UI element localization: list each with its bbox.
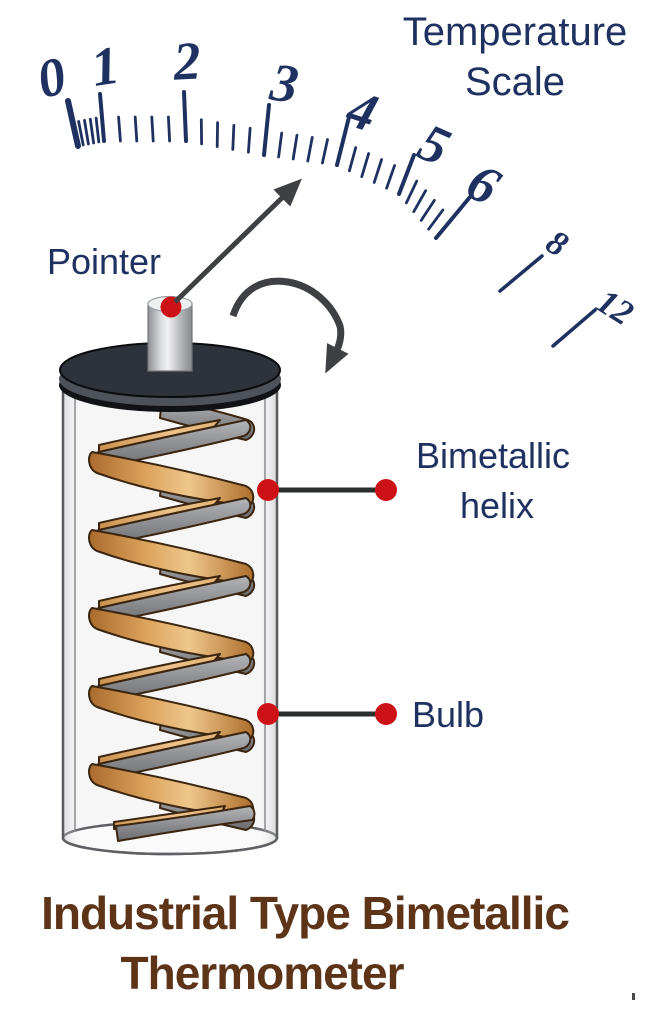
bulb-connector: [257, 703, 397, 725]
helix-connector-dot-right: [375, 479, 397, 501]
heading-line-1: Temperature: [403, 10, 628, 54]
scale-tick: [94, 116, 101, 144]
scale-number-2: 2: [171, 30, 202, 91]
title-line-2: Thermometer: [121, 947, 405, 999]
scale-tick: [320, 138, 329, 165]
scale-ticks: [65, 90, 597, 348]
scale-number-12: 12: [590, 281, 640, 333]
pointer-arrow-icon: [173, 178, 302, 304]
heading-line-2: Scale: [465, 60, 565, 104]
scale-number-1: 1: [87, 34, 123, 97]
glass-walls: [61, 368, 279, 856]
bulb-label: Bulb: [412, 694, 484, 735]
scale-tick: [98, 92, 106, 143]
scale-tick: [231, 124, 236, 151]
scale-tick: [397, 153, 416, 196]
scale-tick: [347, 146, 358, 173]
scale-tick: [498, 254, 544, 293]
scale-tick: [306, 136, 314, 163]
title-line-1: Industrial Type Bimetallic: [41, 887, 569, 939]
scale-tick: [88, 117, 95, 145]
helix-label-line-1: Bimetallic: [416, 435, 570, 476]
scale-tick: [65, 98, 81, 149]
scale-tick: [83, 118, 90, 146]
scale-tick: [412, 189, 428, 214]
diagram-title: Industrial Type Bimetallic Thermometer: [41, 887, 570, 999]
scale-number-3: 3: [266, 51, 302, 114]
scale-tick: [262, 103, 271, 157]
scale-number-4: 4: [340, 78, 385, 144]
scale-tick: [372, 158, 383, 184]
scale-number-8: 8: [539, 222, 575, 264]
scale-tick: [133, 115, 139, 143]
scale-tick: [419, 198, 436, 222]
scale-tick: [277, 131, 284, 159]
scale-tick: [150, 115, 155, 143]
helix-connector-dot-left: [257, 479, 279, 501]
scale-number-5: 5: [410, 112, 459, 178]
scale-number-0: 0: [31, 45, 72, 110]
scale-tick: [385, 164, 396, 190]
scale-tick: [291, 133, 299, 161]
temperature-scale-heading: Temperature Scale: [403, 10, 628, 104]
helix-connector: [257, 479, 397, 501]
pointer-stem: [147, 295, 193, 372]
scale-tick: [404, 179, 419, 205]
scale-tick: [427, 208, 445, 231]
stray-mark: [632, 993, 635, 1000]
rotation-arrow-icon: [229, 277, 349, 374]
scale-tick: [167, 115, 172, 143]
scale-tick: [434, 195, 472, 240]
scale-tick: [335, 115, 351, 167]
bulb-connector-dot-left: [257, 703, 279, 725]
scale-tick: [551, 308, 597, 348]
scale-tick: [77, 120, 85, 147]
scale-tick: [246, 126, 252, 154]
pointer-label: Pointer: [47, 241, 161, 282]
scale-tick: [360, 152, 371, 179]
bulb-connector-dot-right: [375, 703, 397, 725]
helix-label: Bimetallic helix: [416, 435, 570, 526]
helix-label-line-2: helix: [460, 485, 534, 526]
scale-number-6: 6: [457, 151, 509, 217]
scale-tick: [117, 115, 122, 143]
scale-tick: [182, 90, 188, 143]
